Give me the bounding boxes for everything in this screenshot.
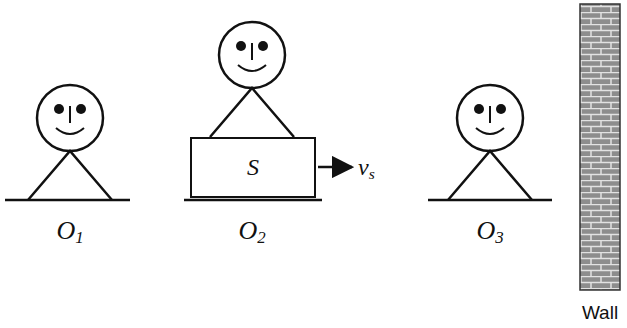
label-main: O (238, 216, 257, 245)
ground-line (428, 199, 552, 202)
wall-label: Wall (582, 303, 618, 322)
ground-line (5, 199, 130, 202)
observer-figure (210, 22, 294, 137)
ground-line (184, 199, 322, 202)
velocity-arrow (318, 166, 352, 169)
observer-label: O1 (56, 218, 83, 247)
label-subscript: s (369, 165, 375, 182)
velocity-label: vs (358, 155, 375, 181)
label-main: O (476, 216, 495, 245)
label-subscript: 1 (75, 229, 83, 248)
brick-wall (580, 4, 620, 290)
label-subscript: 2 (257, 229, 265, 248)
observer-label: O2 (238, 218, 265, 247)
label-subscript: 3 (495, 229, 503, 248)
observer-label: O3 (476, 218, 503, 247)
source-box: S (190, 137, 316, 198)
box-label: S (247, 154, 259, 181)
observer-figure (28, 85, 112, 200)
label-main: v (358, 154, 369, 180)
label-main: O (56, 216, 75, 245)
observer-figure (448, 85, 532, 200)
